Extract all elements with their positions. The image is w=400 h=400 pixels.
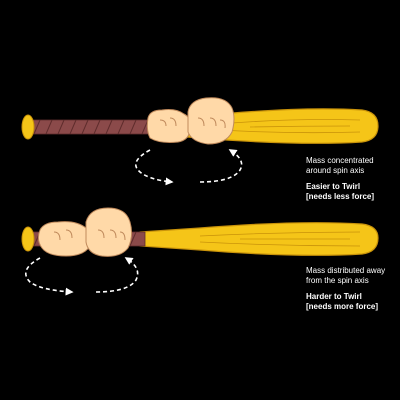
hand-bottom-fingers	[53, 229, 126, 241]
bat-top-grain	[219, 119, 361, 134]
caption-bottom-subtitle: [needs more force]	[306, 302, 379, 311]
spin-arc-top-right	[199, 149, 243, 183]
bat-top-knob	[21, 114, 35, 140]
spin-arc-top-left	[134, 149, 174, 186]
spin-arc-bottom-right	[95, 257, 139, 293]
hands-top	[146, 97, 235, 145]
spin-arc-bottom-left	[24, 257, 74, 296]
caption-bottom-line2: from the spin axis	[306, 276, 369, 285]
caption-top-subtitle: [needs less force]	[306, 192, 375, 201]
hand-top-left	[146, 109, 191, 143]
hand-bottom-left	[37, 221, 92, 257]
caption-top-title: Easier to Twirl	[306, 182, 361, 191]
spin-arrows-top	[134, 149, 243, 186]
hand-top-right	[187, 97, 235, 145]
caption-top-line1: Mass concentrated	[306, 156, 374, 165]
hand-top-fingers	[159, 117, 226, 129]
caption-bottom-title: Harder to Twirl	[306, 292, 362, 301]
bat-bottom-knob	[21, 226, 35, 252]
caption-bottom: Mass distributed away from the spin axis…	[306, 266, 400, 312]
hand-bottom-right	[85, 207, 133, 257]
bat-bottom-grain	[199, 231, 361, 247]
hands-bottom	[37, 207, 133, 257]
caption-bottom-line1: Mass distributed away	[306, 266, 386, 275]
caption-top: Mass concentrated around spin axis Easie…	[306, 156, 400, 202]
bat-top-grip-tape	[33, 119, 149, 135]
spin-arrows-bottom	[24, 257, 139, 296]
caption-top-line2: around spin axis	[306, 166, 365, 175]
